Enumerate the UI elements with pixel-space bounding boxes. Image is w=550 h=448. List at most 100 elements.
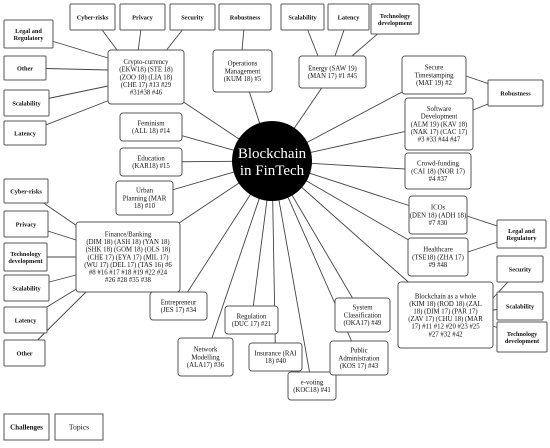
node-text-line: Robustness — [230, 14, 261, 21]
node-text-line: (DIM 18) (ASH 18) (YAN 18) — [86, 239, 169, 246]
node-text-line: Crowd-funding — [417, 161, 460, 168]
node-box — [334, 297, 391, 333]
node-text-line: System — [352, 305, 373, 312]
node-box — [107, 49, 185, 105]
node-box — [3, 19, 54, 49]
node-box — [298, 55, 367, 89]
challenge-fin-lat: Latency — [3, 306, 48, 334]
topic-feminism: Feminism(ALL 18) #14 — [119, 112, 183, 142]
node-text-line: (KOS 17) #43 — [340, 363, 379, 370]
node-text-line: (CAI 18) (NOR 17) — [411, 168, 465, 175]
node-text-line: Other — [16, 350, 32, 357]
node-text-line: Timestamping — [414, 72, 454, 79]
node-text-line: 18) #40 — [265, 358, 287, 365]
node-text-line: Operations — [228, 61, 258, 68]
node-text-line: #9 #48 — [429, 262, 448, 269]
challenge-bw-scal: Scalability — [496, 291, 544, 321]
node-text-line: Network — [194, 347, 218, 354]
node-box — [487, 79, 544, 107]
node-text-line: (TSE18) (ZHA 17) — [412, 254, 464, 261]
node-box — [75, 221, 181, 293]
node-text-line: Blockchain as a whole — [415, 293, 476, 300]
node-text-line: Latency — [15, 317, 38, 324]
spoke-line — [251, 199, 268, 321]
node-box — [3, 89, 50, 117]
node-text-line: Scalability — [288, 14, 317, 21]
node-text-line: Other — [17, 65, 33, 72]
node-box — [3, 178, 49, 204]
hub-title-line: in FinTech — [240, 163, 305, 179]
node-box — [224, 305, 279, 335]
node-text-line: Secure — [425, 65, 444, 72]
challenge-energy-scal: Scalability — [280, 3, 325, 31]
node-text-line: (DUC 17) #21 — [232, 321, 271, 328]
spoke-line — [178, 193, 252, 307]
node-box — [119, 3, 166, 31]
node-text-line: #7 #30 — [429, 220, 448, 227]
node-box — [3, 274, 50, 302]
node-text-line: (ZAV 17) (CHU 18) (MAR — [408, 316, 483, 323]
node-text-line: Cyber-risks — [77, 14, 109, 21]
topic-finance-banking: Finance/Banking(DIM 18) (ASH 18) (YAN 18… — [75, 221, 181, 293]
challenge-energy-lat: Latency — [327, 3, 370, 31]
node-text-line: (ZOO 18) (LIA 18) — [120, 74, 173, 81]
node-text-line: e-voting — [301, 380, 324, 387]
topic-regulation: Regulation(DUC 17) #21 — [224, 305, 279, 335]
node-text-line: #8 #16 #17 #18 #19 #22 #24 — [89, 270, 168, 277]
node-text-line: 18) (DIM 17) (PAR 17) — [413, 309, 477, 316]
node-text-line: Entrepreneur — [161, 300, 197, 307]
node-text-line: Scalability — [12, 285, 41, 292]
spoke-line — [205, 197, 260, 358]
node-box — [119, 147, 183, 177]
node-box — [3, 210, 49, 238]
node-text-line: (SHK 18) (GOM 18) (OLS 18) — [86, 247, 171, 254]
challenge-crypto-other: Other — [3, 55, 47, 81]
node-text-line: (NAK 17) (CAC 17) — [411, 129, 467, 136]
hub-circle — [232, 121, 312, 201]
node-text-line: (WU 17) (DEL 17) (TAS 16) #6 — [84, 262, 172, 269]
node-text-line: #26 #28 #35 #38 — [105, 277, 151, 284]
challenge-fin-scal: Scalability — [3, 274, 50, 302]
node-box — [3, 55, 47, 81]
node-text-line: (JES 17) #34 — [161, 307, 197, 314]
challenge-crypto-privacy: Privacy — [119, 3, 166, 31]
legend-topics-box — [54, 413, 104, 441]
node-text-line: Scalability — [12, 100, 41, 107]
node-text-line: Development — [421, 114, 458, 121]
node-box — [3, 242, 48, 272]
node-box — [69, 3, 116, 31]
node-text-line: Feminism — [137, 121, 165, 128]
node-box — [496, 255, 544, 283]
node-box — [3, 120, 47, 146]
node-text-line: #4 #37 — [429, 176, 448, 183]
node-text-line: Planning (MAR — [123, 195, 167, 202]
node-text-line: Privacy — [16, 221, 37, 228]
node-text-line: ICOs — [431, 205, 446, 212]
node-text-line: (KOC18) #41 — [293, 387, 331, 394]
topic-education: Education(KAR18) #15 — [119, 147, 183, 177]
legend-challenges-label: Challenges — [10, 424, 43, 432]
topic-crypto: Crypto-currency(EKW18) (STE 18)(ZOO 18) … — [107, 49, 185, 105]
node-text-line: Technology — [10, 251, 41, 258]
node-text-line: (CHE 17) (EYA 17) (MIL 17) — [87, 254, 168, 261]
node-box — [370, 3, 420, 35]
spoke-line — [278, 199, 313, 387]
node-box — [404, 152, 472, 190]
node-text-line: #31#38 #46 — [130, 90, 163, 97]
node-text-line: Security — [181, 14, 204, 21]
node-text-line: Regulatory — [13, 35, 44, 42]
node-text-line: #27 #32 #42 — [429, 331, 464, 338]
topic-blockchain-whole: Blockchain as a whole(KIM 18) (ROD 18) (… — [397, 281, 494, 349]
